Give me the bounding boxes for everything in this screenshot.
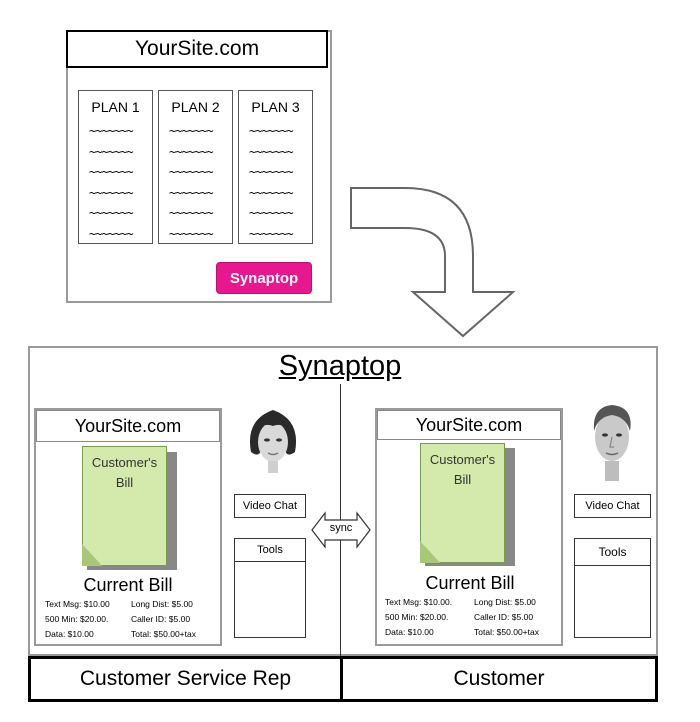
- rep-avatar-icon: [249, 410, 297, 473]
- bill-line-minutes: 500 Min: $20.00.: [45, 614, 109, 624]
- customer-video-chat-button[interactable]: Video Chat: [574, 494, 651, 518]
- customer-bill-document[interactable]: Customer's Bill: [420, 443, 505, 563]
- bill-line-text-msg: Text Msg: $10.00: [45, 599, 110, 609]
- panel-title: Synaptop: [278, 350, 402, 382]
- rep-tools-panel[interactable]: Tools: [234, 538, 306, 638]
- bill-line-total: Total: $50.00+tax: [131, 629, 196, 639]
- bill-line-long-dist: Long Dist: $5.00: [474, 597, 536, 607]
- curved-arrow-icon: [350, 187, 516, 338]
- rep-video-chat-button[interactable]: Video Chat: [234, 494, 306, 518]
- bill-doc-label-1: Customer's: [91, 455, 158, 470]
- bill-line-minutes: 500 Min: $20.00.: [385, 612, 449, 622]
- plan-details: ~~~~~~~ ~~~~~~~ ~~~~~~~ ~~~~~~~ ~~~~~~~ …: [89, 124, 134, 241]
- site-title: YourSite.com: [66, 30, 328, 68]
- rep-site-title: YourSite.com: [36, 410, 220, 442]
- plan-title: PLAN 2: [171, 99, 220, 115]
- bill-line-text-msg: Text Msg: $10.00.: [385, 597, 453, 607]
- customer-tools-panel[interactable]: Tools: [574, 538, 651, 638]
- bill-doc-label-1: Customer's: [429, 452, 496, 467]
- plan-card-3[interactable]: PLAN 3 ~~~~~~~ ~~~~~~~ ~~~~~~~ ~~~~~~~ ~…: [238, 90, 313, 244]
- tools-label: Tools: [575, 539, 650, 566]
- bill-doc-label-2: Bill: [453, 472, 472, 487]
- bill-line-long-dist: Long Dist: $5.00: [131, 599, 193, 609]
- sync-label: sync: [329, 522, 353, 534]
- plan-card-1[interactable]: PLAN 1 ~~~~~~~ ~~~~~~~ ~~~~~~~ ~~~~~~~ ~…: [78, 90, 153, 244]
- plan-card-2[interactable]: PLAN 2 ~~~~~~~ ~~~~~~~ ~~~~~~~ ~~~~~~~ ~…: [158, 90, 233, 244]
- current-bill-heading: Current Bill: [83, 575, 173, 595]
- customer-site-title: YourSite.com: [377, 410, 561, 440]
- customer-avatar-icon: [593, 405, 631, 481]
- role-label-customer: Customer: [340, 656, 658, 702]
- plan-details: ~~~~~~~ ~~~~~~~ ~~~~~~~ ~~~~~~~ ~~~~~~~ …: [249, 124, 294, 241]
- bill-line-caller-id: Caller ID: $5.00: [131, 614, 191, 624]
- bill-line-total: Total: $50.00+tax: [474, 627, 539, 637]
- role-label-rep: Customer Service Rep: [28, 656, 343, 702]
- video-chat-label: Video Chat: [242, 500, 298, 512]
- bill-line-caller-id: Caller ID: $5.00: [474, 612, 534, 622]
- current-bill-heading: Current Bill: [425, 573, 515, 593]
- tools-label: Tools: [235, 539, 305, 562]
- plan-title: PLAN 1: [91, 99, 140, 115]
- customer-bill-document[interactable]: Customer's Bill: [82, 446, 167, 566]
- bill-line-data: Data: $10.00: [385, 627, 434, 637]
- plan-title: PLAN 3: [251, 99, 300, 115]
- sync-arrow-icon: [311, 511, 371, 549]
- bill-line-data: Data: $10.00: [45, 629, 94, 639]
- bill-doc-label-2: Bill: [115, 475, 134, 490]
- video-chat-label: Video Chat: [585, 500, 640, 512]
- plan-details: ~~~~~~~ ~~~~~~~ ~~~~~~~ ~~~~~~~ ~~~~~~~ …: [169, 124, 214, 241]
- synaptop-button[interactable]: Synaptop: [216, 262, 312, 294]
